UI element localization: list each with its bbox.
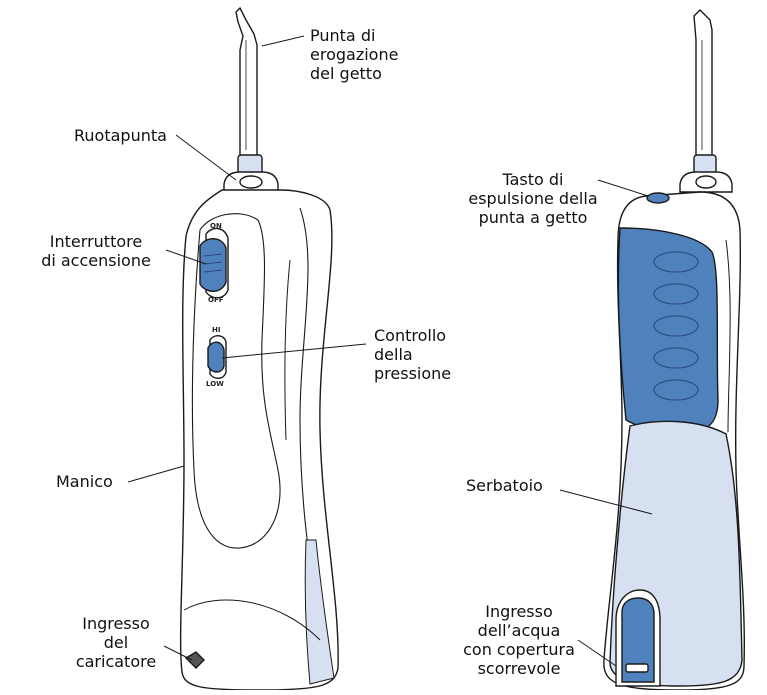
switch-off-mark: OFF: [208, 296, 224, 304]
slide-tab: [626, 664, 648, 672]
eject-button: [647, 193, 669, 203]
leader-eject: [598, 180, 648, 196]
blue-grip: [618, 228, 718, 432]
label-handle: Manico: [56, 472, 113, 491]
label-power-switch: Interruttore di accensione: [22, 232, 170, 270]
label-reservoir: Serbatoio: [466, 476, 543, 495]
label-pressure-control: Controllo della pressione: [374, 326, 451, 383]
label-charger-inlet: Ingresso del caricatore: [66, 614, 166, 671]
pressure-switch: [208, 342, 224, 372]
power-switch: [200, 239, 226, 292]
label-tip-rotator: Ruotapunta: [74, 126, 167, 145]
switch-on-mark: ON: [210, 222, 222, 230]
label-eject-button: Tasto di espulsione della punta a getto: [464, 170, 602, 227]
leader-tip-rotator: [176, 135, 236, 180]
jet-tip: [236, 8, 257, 160]
jet-tip-right: [694, 10, 712, 160]
side-view-device: [604, 10, 744, 690]
leader-handle: [128, 466, 184, 482]
switch-hi-mark: HI: [212, 326, 220, 334]
switch-low-mark: LOW: [206, 380, 224, 388]
leader-tip: [262, 36, 304, 46]
label-jet-tip: Punta di erogazione del getto: [310, 26, 398, 83]
label-water-inlet: Ingresso dell’acqua con copertura scorre…: [458, 602, 580, 678]
